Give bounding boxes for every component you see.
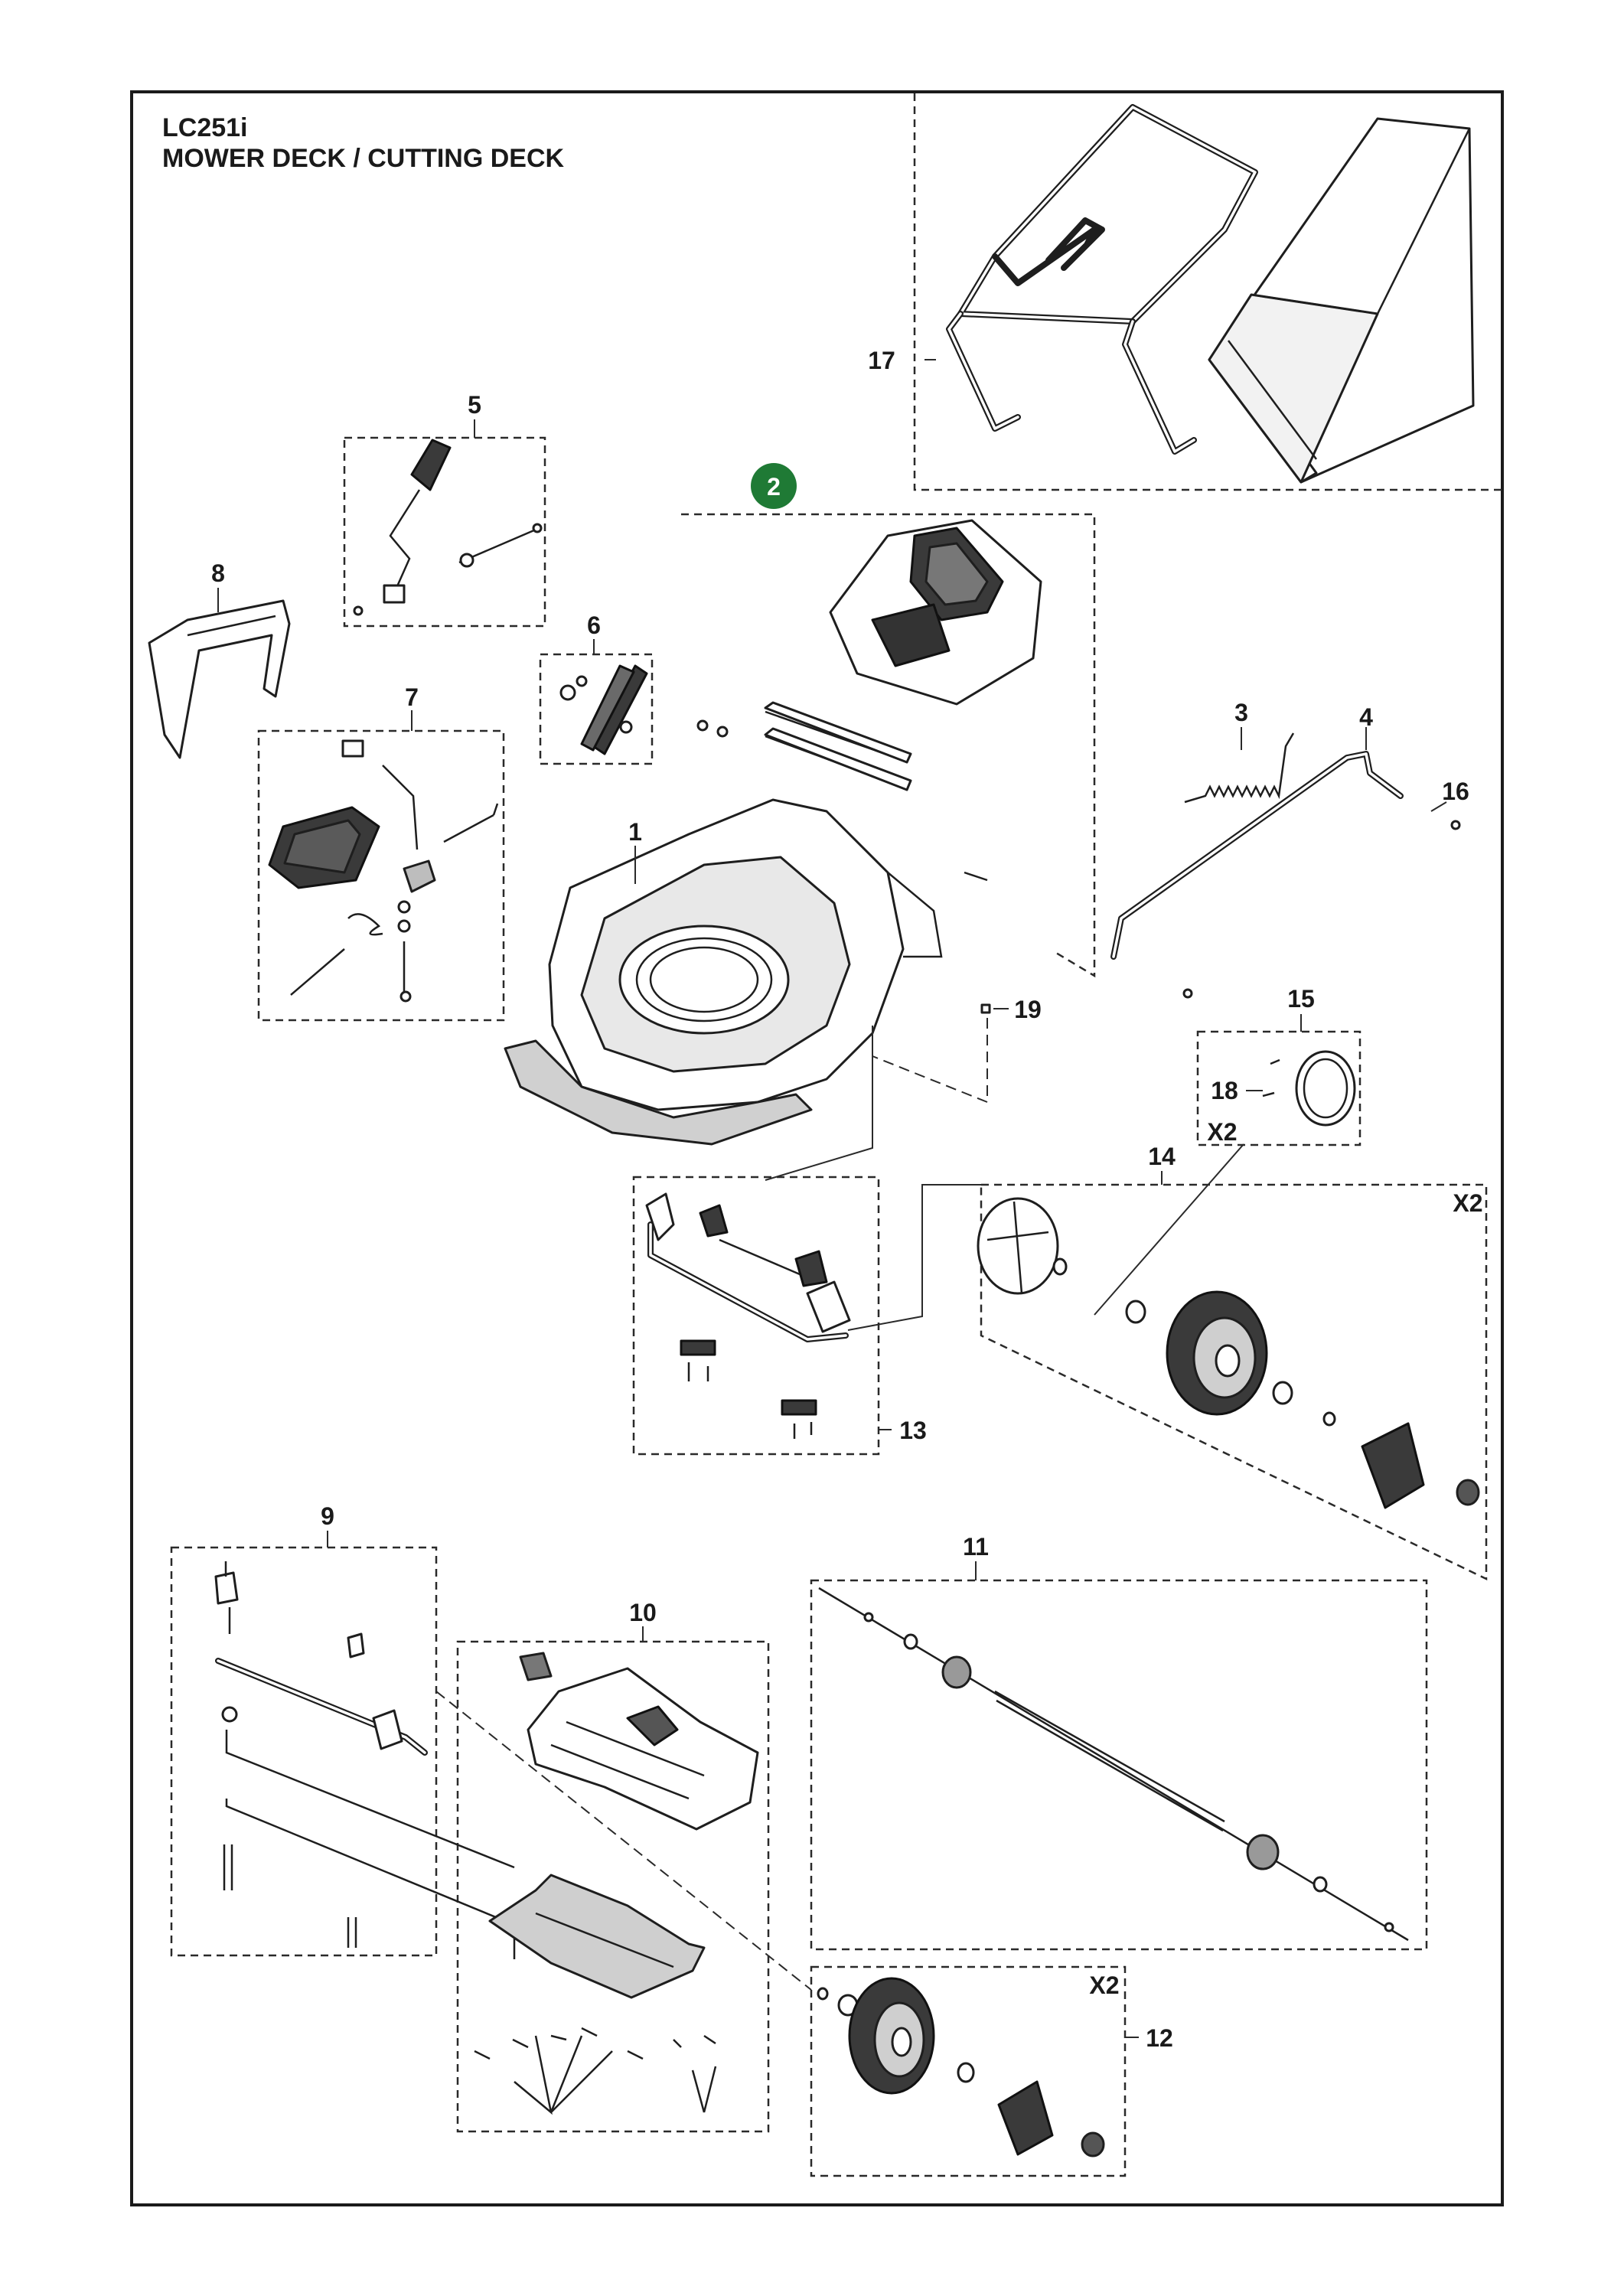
callout-5: 5 <box>468 391 481 419</box>
callout-19: 19 <box>1014 996 1042 1023</box>
box-5 <box>343 436 546 628</box>
callout-4: 4 <box>1359 703 1373 731</box>
link-13-to-1 <box>765 1026 873 1181</box>
box-11 <box>810 1579 1428 1951</box>
part-6-bracket <box>559 664 648 755</box>
diagram-frame <box>130 90 1504 2206</box>
callout-7: 7 <box>405 683 419 711</box>
link-9-to-12 <box>435 1691 812 1991</box>
callout-16: 16 <box>1442 778 1469 805</box>
part-13-adjust-shaft <box>645 1192 851 1439</box>
model-name: LC251i <box>162 113 248 142</box>
link-19-to-1 <box>872 1018 988 1104</box>
callout-14: 14 <box>1148 1143 1176 1170</box>
callout-10: 10 <box>629 1599 657 1626</box>
part-11-rear-axle <box>818 1587 1409 1942</box>
part-12-front-wheel <box>817 1977 1105 2157</box>
part-3-spring <box>1184 732 1295 804</box>
leader-16 <box>1430 801 1447 812</box>
callout-15: 15 <box>1287 985 1315 1013</box>
callout-8: 8 <box>211 559 225 587</box>
part-5-height-lever <box>353 439 543 616</box>
part-17-grass-catcher <box>946 104 1475 484</box>
callout-9: 9 <box>321 1502 334 1530</box>
box-15 <box>1196 1030 1361 1146</box>
callout-1: 1 <box>628 818 642 846</box>
callout-2-badge <box>751 463 797 509</box>
box-10 <box>456 1640 770 2133</box>
box-9 <box>170 1546 438 1957</box>
part-9-front-axle <box>214 1561 516 1959</box>
part-4-handle <box>1110 751 1461 999</box>
box-14 <box>980 1183 1488 1580</box>
part-10-front-cover <box>474 1652 759 2115</box>
callout-17: 17 <box>868 347 895 374</box>
quantity-15: X2 <box>1207 1118 1237 1146</box>
callout-12: 12 <box>1146 2024 1173 2052</box>
box-12 <box>810 1965 1127 2177</box>
callout-3: 3 <box>1234 699 1248 726</box>
part-14-rear-wheel <box>977 1197 1480 1509</box>
part-15-hub-ring <box>1262 1050 1356 1127</box>
part-8-rear-flap <box>148 599 291 759</box>
box-2 <box>681 513 1096 978</box>
callout-18: 18 <box>1211 1077 1238 1104</box>
callout-13: 13 <box>899 1417 927 1444</box>
box-13 <box>632 1176 880 1456</box>
box-17 <box>913 93 1502 491</box>
part-1-deck <box>504 798 943 1146</box>
callout-2: 2 <box>767 473 781 501</box>
leader-14-to-15 <box>1094 1143 1244 1316</box>
box-7 <box>257 729 505 1022</box>
box-6 <box>539 653 654 765</box>
part-19-clip <box>980 1003 991 1014</box>
quantity-14: X2 <box>1453 1189 1482 1217</box>
part-2-top-cover <box>696 519 1042 882</box>
callout-6: 6 <box>587 612 601 639</box>
quantity-12: X2 <box>1089 1971 1119 1999</box>
link-13-to-14 <box>847 1184 981 1331</box>
diagram-title: MOWER DECK / CUTTING DECK <box>162 144 565 173</box>
callout-11: 11 <box>963 1533 989 1561</box>
part-7-rear-door <box>268 739 499 1003</box>
